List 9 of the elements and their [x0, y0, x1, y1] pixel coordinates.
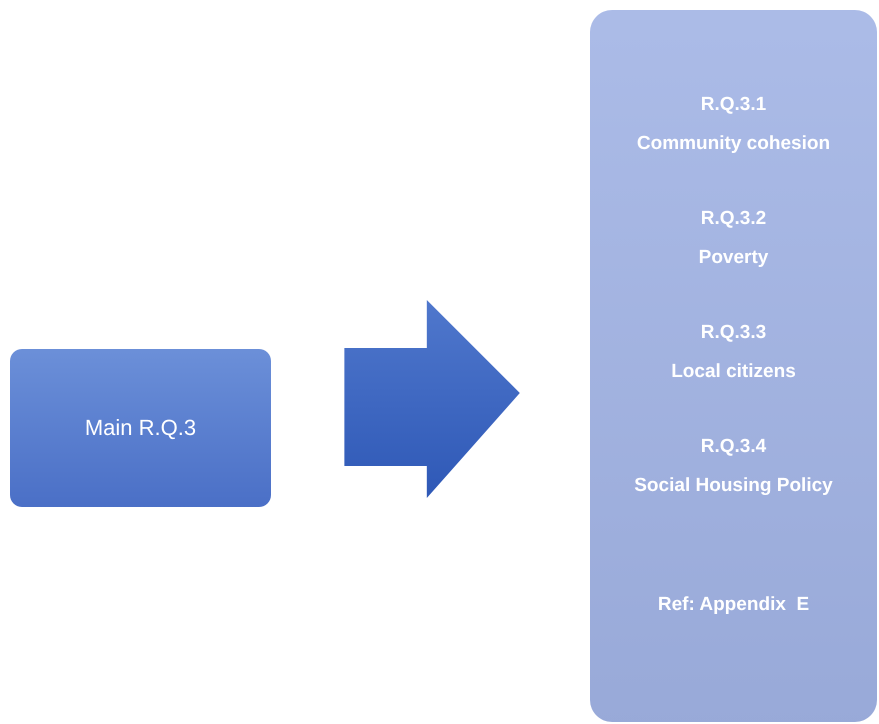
subquestion-text: R.Q.3.1 Community cohesion: [636, 93, 832, 156]
subquestion-text: R.Q.3.3 Local citizens: [670, 321, 797, 384]
process-box: [10, 349, 271, 507]
subquestion-text: R.Q.3.2 Poverty: [698, 207, 770, 270]
subquestion-panel: [590, 10, 877, 722]
box-label: Main R.Q.3: [84, 415, 196, 441]
subquestion-text: R.Q.3.4 Social Housing Policy: [633, 435, 834, 498]
subquestion-text: Ref: Appendix E: [656, 593, 810, 617]
block-arrow: [344, 300, 520, 498]
